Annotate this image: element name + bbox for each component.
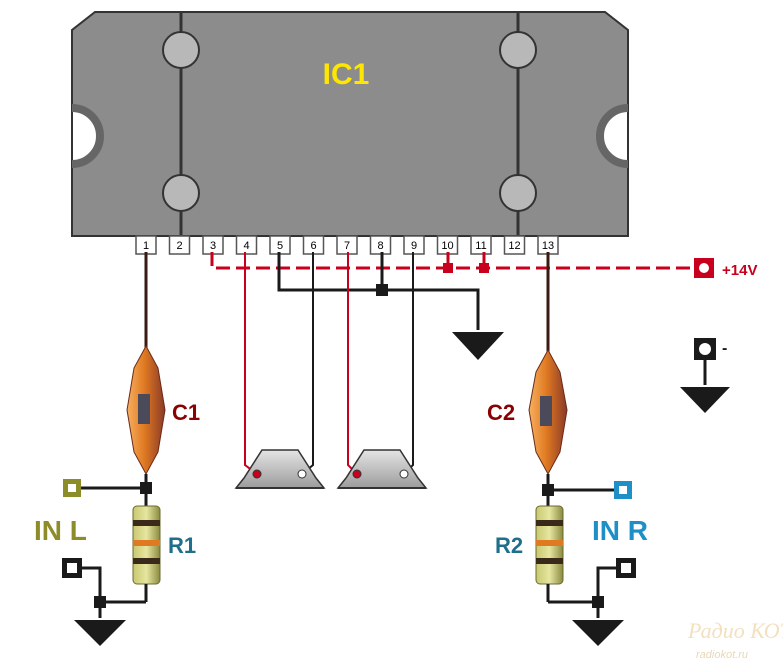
- chip-hole-br: [499, 174, 537, 212]
- in-r-terminal-hole: [619, 486, 627, 494]
- c1-label: C1: [172, 400, 200, 425]
- vminus-group: -: [680, 338, 730, 413]
- chip-pin-12: [503, 235, 526, 255]
- chip-pin-label-6: 6: [310, 240, 316, 252]
- ground-symbol-main: [452, 332, 504, 360]
- chip-pin-4: [235, 235, 258, 255]
- supply-rail: +14V: [210, 252, 757, 279]
- chip-right-notch-inner: [595, 104, 629, 168]
- vminus-label: -: [722, 340, 727, 357]
- chip-body: [71, 11, 629, 237]
- chip-pin-label-3: 3: [210, 240, 216, 252]
- ground-junction: [376, 284, 388, 296]
- speaker-right: [336, 449, 428, 489]
- wire-in-r-gnd: [548, 566, 616, 604]
- vplus-label: +14V: [722, 262, 757, 279]
- chip-pin-label-11: 11: [475, 240, 486, 252]
- chip-pin-label-10: 10: [441, 240, 453, 252]
- chip-pin-label-5: 5: [277, 240, 283, 252]
- chip-pin-label-7: 7: [344, 240, 350, 252]
- chip-pin-label-1: 1: [143, 240, 149, 252]
- ground-symbol-vminus: [680, 387, 730, 413]
- chip-left-notch-inner: [71, 104, 105, 168]
- in-r-ground-terminal-hole: [621, 563, 631, 573]
- supply-junction-10: [443, 263, 453, 273]
- ic1-chip: IC1: [71, 11, 629, 237]
- in-l-ground-terminal-hole: [67, 563, 77, 573]
- resistor-r2-band-2: [536, 540, 563, 546]
- ground-symbol-right: [572, 620, 624, 646]
- in-l-label: IN L: [34, 515, 87, 546]
- chip-pin-label-4: 4: [243, 240, 249, 252]
- in-r-label: IN R: [592, 515, 648, 546]
- chip-pin-label-13: 13: [542, 240, 554, 252]
- resistor-r1-band-3: [133, 558, 160, 564]
- chip-pin-2: [168, 235, 191, 255]
- wire-pin6-spk1: [301, 252, 314, 475]
- capacitor-c1-band: [138, 394, 150, 424]
- wire-pin7-spk2: [347, 252, 358, 475]
- supply-junction-11: [479, 263, 489, 273]
- capacitor-c2-band: [540, 396, 552, 426]
- resistor-r1-band-2: [133, 540, 160, 546]
- wire-in-l-gnd: [82, 566, 146, 604]
- speaker-left: [234, 449, 326, 489]
- watermark: Радио КОТ radiokot.ru: [687, 618, 783, 661]
- right-input-channel: C2 IN R R2: [487, 252, 648, 646]
- chip-pin-label-8: 8: [377, 240, 383, 252]
- chip-pin-11: [470, 235, 492, 255]
- speaker-right-minus-terminal: [399, 469, 409, 479]
- r1-label: R1: [168, 533, 196, 558]
- wire-pin9-spk2: [403, 252, 414, 475]
- chip-hole-bl: [162, 174, 200, 212]
- speaker-right-plus-terminal: [352, 469, 362, 479]
- ground-net: [277, 252, 504, 360]
- vminus-terminal-hole: [699, 343, 711, 355]
- chip-hole-tr: [499, 31, 537, 69]
- chip-pin-label-12: 12: [508, 240, 520, 252]
- watermark-line2: radiokot.ru: [696, 649, 748, 661]
- speaker-left-minus-terminal: [297, 469, 307, 479]
- wire-pin4-spk1: [244, 252, 258, 475]
- speaker-left-body: [234, 449, 326, 489]
- chip-pin-label-2: 2: [176, 240, 182, 252]
- resistor-r2-band-1: [536, 520, 563, 526]
- chip-pin-label-9: 9: [411, 240, 417, 252]
- chip-label: IC1: [323, 58, 370, 91]
- in-l-terminal-hole: [68, 484, 76, 492]
- watermark-line1: Радио КОТ: [687, 618, 783, 643]
- c2-label: C2: [487, 400, 515, 425]
- chip-hole-tl: [162, 31, 200, 69]
- speaker-left-plus-terminal: [252, 469, 262, 479]
- left-input-channel: C1 IN L R1: [34, 252, 200, 646]
- supply-wire-main: [210, 252, 705, 270]
- vplus-terminal-hole: [699, 263, 709, 273]
- resistor-r1-band-1: [133, 520, 160, 526]
- ground-symbol-left: [74, 620, 126, 646]
- resistor-r2-band-3: [536, 558, 563, 564]
- r2-label: R2: [495, 533, 523, 558]
